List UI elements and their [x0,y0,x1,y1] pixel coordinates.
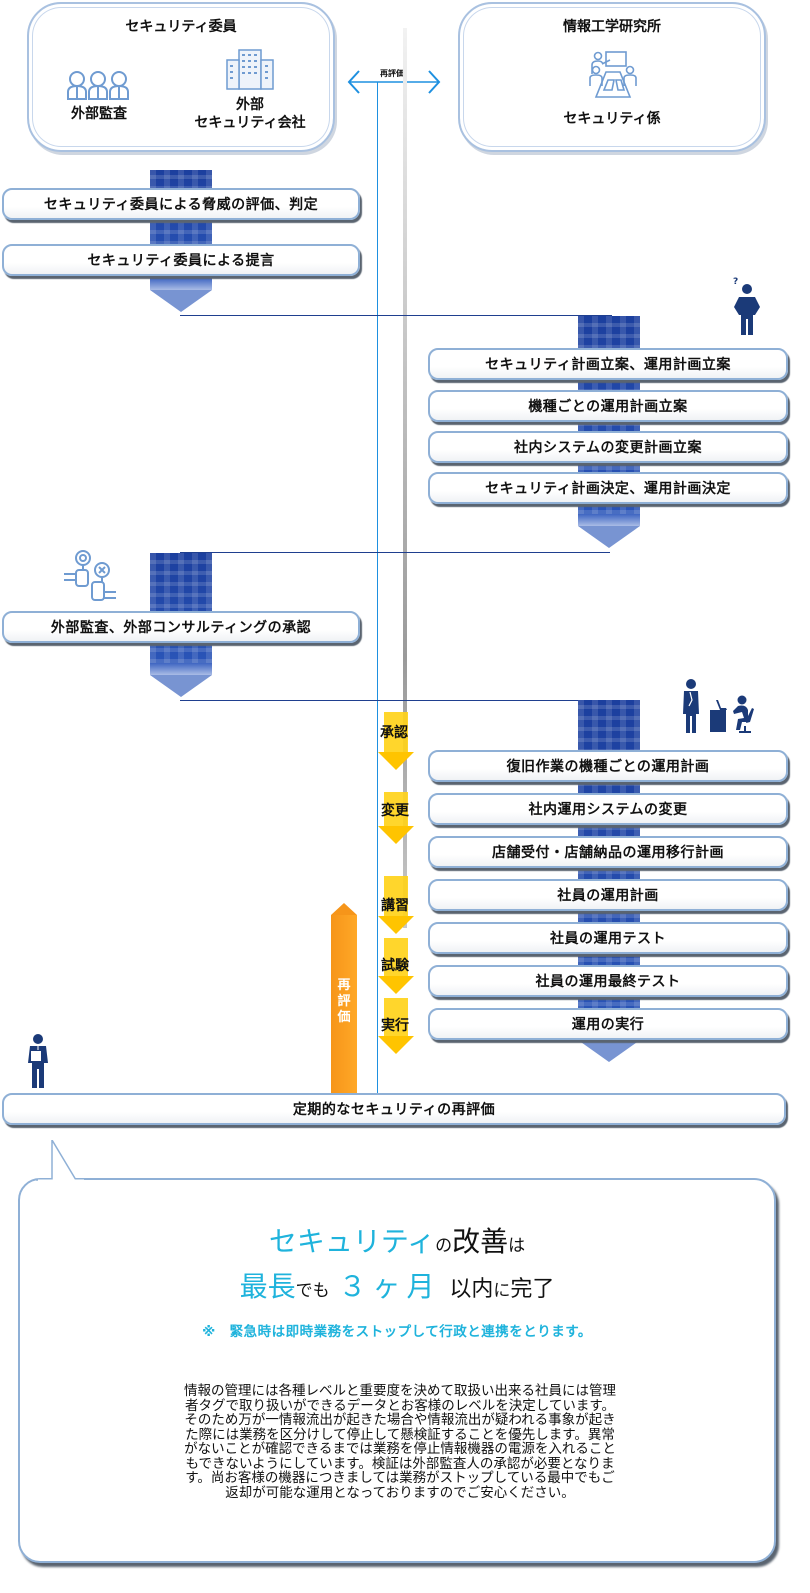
execution-step: 社員の運用最終テスト [428,965,788,997]
meeting-presentation-icon [588,50,638,100]
phase-arrow-test [378,938,414,994]
svg-text:?: ? [733,277,738,287]
headline-within: 以内 [449,1277,494,1302]
execution-step: 社員の運用計画 [428,879,788,911]
research-institute-box: 情報工学研究所 セキュリティ係 [458,2,766,152]
external-security-company-label: 外部 セキュリティ会社 [175,96,325,132]
office-building-icon [225,48,275,90]
headline-demo: でも [295,1281,330,1301]
committee-step: セキュリティ委員による提言 [2,244,360,276]
planning-flow-tail [578,514,640,526]
phase-label-training: 講習 [381,898,409,914]
external-audit-label: 外部監査 [71,106,127,122]
phase-arrow-change [378,792,414,844]
headline-improvement: 改善 [452,1225,509,1258]
external-security-company-line2: セキュリティ会社 [194,115,306,131]
phase-arrow-execute [378,998,414,1054]
planning-step: セキュリティ計画立案、運用計画立案 [428,348,788,380]
phase-label-change: 変更 [381,803,409,819]
headline-security: セキュリティ [268,1225,436,1258]
planning-to-approval-connector [180,552,610,553]
center-flow-line [377,82,378,1094]
timeline-bar [403,28,407,928]
people-group-icon [67,70,129,100]
research-institute-title: 情報工学研究所 [563,19,661,35]
security-committee-title: セキュリティ委員 [125,19,237,35]
execution-step: 店舗受付・店舗納品の運用移行計画 [428,836,788,868]
planning-step: 機種ごとの運用計画立案 [428,390,788,422]
security-committee-box: セキュリティ委員 外部監査 [27,2,335,152]
phase-arrow-approval [378,712,414,770]
external-security-company-line1: 外部 [236,97,264,113]
execution-step: 社員の運用テスト [428,922,788,954]
headline-three-months: ３ヶ月 [338,1270,441,1303]
approval-step: 外部監査、外部コンサルティングの承認 [2,611,360,643]
approval-flow-column [150,553,212,663]
thinking-person-icon: ? [730,275,760,337]
final-reevaluation-step: 定期的なセキュリティの再評価 [2,1093,786,1125]
approval-to-execution-connector [180,700,610,701]
reevaluation-up-arrow [331,915,357,1095]
standing-person-icon [680,678,702,734]
execution-flow-arrowhead [578,1040,640,1062]
reevaluation-connector-label: 再評価 [380,69,404,78]
execution-step: 運用の実行 [428,1008,788,1040]
planning-step: 社内システムの変更計画立案 [428,431,788,463]
headline-longest: 最長 [239,1270,296,1303]
security-staff-label: セキュリティ係 [563,111,661,127]
committee-to-planning-connector [180,315,612,316]
committee-flow-tail [150,278,212,290]
planning-step: セキュリティ計画決定、運用計画決定 [428,472,788,504]
callout-pointer [36,1140,86,1182]
headline-complete: 完了 [510,1277,555,1302]
reevaluation-up-arrowhead [331,903,357,915]
phase-label-approval: 承認 [380,725,408,741]
emergency-note: ※ 緊急時は即時業務をストップして行政と連携をとります。 [202,1324,592,1340]
execution-step: 社内運用システムの変更 [428,793,788,825]
planning-flow-arrowhead [578,526,640,548]
desk-worker-icon [710,692,756,734]
clipboard-person-icon [26,1033,50,1089]
approval-flow-tail [150,663,212,675]
phase-label-execute: 実行 [381,1018,409,1034]
reevaluation-arrow-label: 再 評 価 [331,978,357,1026]
audit-magnifier-icon [62,548,118,604]
summary-callout: セキュリティの改善は 最長でも ３ヶ月 以内に完了 ※ 緊急時は即時業務をストッ… [18,1178,776,1563]
headline-wa: は [508,1236,526,1256]
execution-step: 復旧作業の機種ごとの運用計画 [428,750,788,782]
committee-flow-arrowhead [150,290,212,312]
reevaluation-arrow-label-text: 再 評 価 [337,978,351,1025]
committee-step: セキュリティ委員による脅威の評価、判定 [2,188,360,220]
callout-body-text: 情報の管理には各種レベルと重要度を決めて取扱い出来る社員には管理 者タグで取り扱… [184,1383,616,1501]
phase-arrow-training [378,876,414,934]
approval-flow-arrowhead [150,675,212,697]
callout-headline-line1: セキュリティの改善は [20,1224,774,1264]
phase-label-test: 試験 [381,958,409,974]
callout-headline-line2: 最長でも ３ヶ月 以内に完了 [20,1269,774,1309]
reevaluation-double-arrow [346,68,442,96]
headline-no: の [435,1236,453,1256]
headline-ni: に [493,1281,511,1301]
